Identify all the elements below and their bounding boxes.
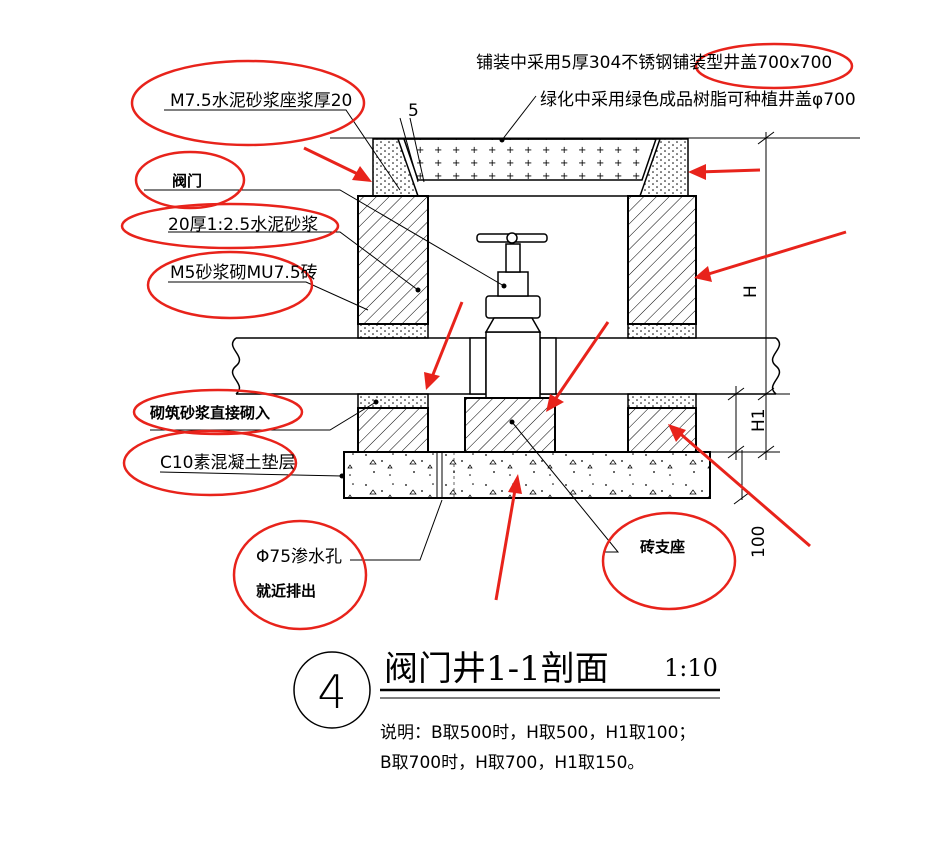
concrete-base-label: C10素混凝土垫层 [160, 453, 296, 473]
note-line1: 说明：B取500时，H取500，H1取100； [380, 723, 695, 743]
drawing-scale: 1:10 [664, 654, 718, 682]
annotation-arrows [303, 146, 847, 601]
dim-H1-label: H1 [749, 408, 769, 432]
dimension-lines [700, 131, 790, 505]
dim-5-label: 5 [408, 101, 419, 121]
cover-label-line1: 铺装中采用5厚304不锈钢铺装型井盖700x700 [476, 53, 832, 73]
brick-label: M5砂浆砌MU7.5砖 [170, 263, 318, 283]
drain-hole-label-line2: 就近排出 [256, 582, 316, 600]
concrete-base [343, 451, 711, 499]
brick-support-label: 砖支座 [640, 538, 685, 556]
dim-base-thickness-label: 100 [749, 526, 769, 558]
right-brick-wall [627, 195, 697, 453]
cover-label-line2: 绿化中采用绿色成品树脂可种植井盖φ700 [540, 90, 856, 110]
section-number-circle [293, 651, 371, 729]
title-block: 4 阀门井1-1剖面 1:10 [293, 649, 720, 729]
annotation-circles [120, 42, 854, 631]
valve-label: 阀门 [172, 172, 202, 190]
dim-H-label: H [741, 285, 761, 298]
left-brick-wall [357, 195, 429, 453]
plaster-label: 20厚1:2.5水泥砂浆 [168, 215, 318, 235]
drain-hole-label-line1: Φ75渗水孔 [256, 547, 342, 567]
leader-lines [144, 95, 620, 561]
well-cover [402, 138, 658, 181]
brick-support [464, 397, 556, 453]
masonry-mortar-label: 砌筑砂浆直接砌入 [149, 404, 270, 422]
section-number: 4 [317, 665, 346, 719]
leader-dots [339, 137, 515, 479]
drawing-title: 阀门井1-1剖面 [384, 649, 609, 689]
note-line2: B取700时，H取700，H1取150。 [380, 753, 644, 773]
mortar-bed-label: M7.5水泥砂浆座浆厚20 [170, 91, 352, 111]
gate-valve [469, 232, 557, 399]
